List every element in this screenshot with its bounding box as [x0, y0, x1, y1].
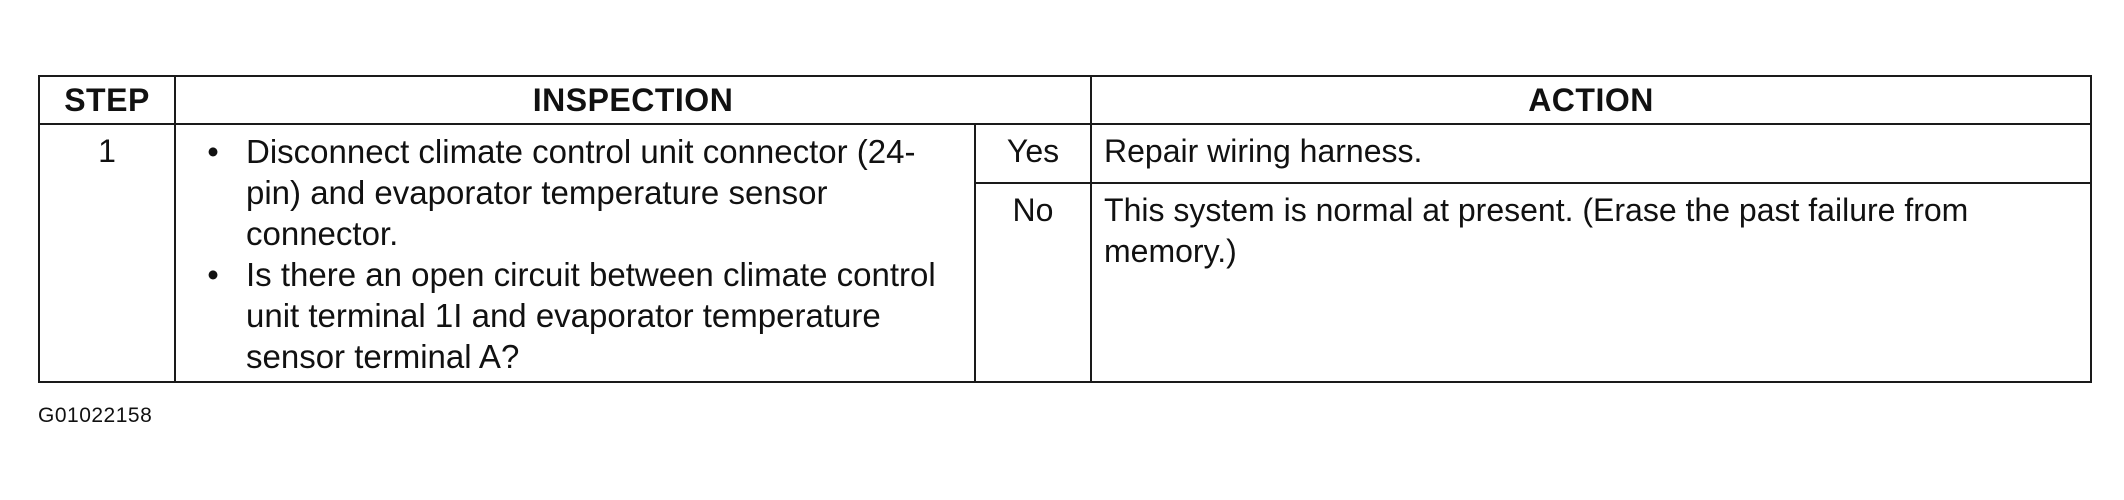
bullet-icon: • [207, 256, 219, 293]
table-row: 1 • Disconnect climate control unit conn… [38, 123, 2093, 383]
table-row: No This system is normal at present. (Er… [39, 182, 2093, 383]
inspection-header: INSPECTION [173, 75, 1093, 125]
answer-no: No [973, 182, 1093, 383]
step-header: STEP [38, 75, 176, 125]
answer-yes: Yes [973, 123, 1093, 184]
action-header: ACTION [1090, 75, 2093, 125]
table-header-row: STEP INSPECTION ACTION [38, 75, 2093, 125]
figure-code: G01022158 [38, 404, 153, 427]
inspection-item-text: Disconnect climate control unit connecto… [246, 133, 916, 252]
bullet-icon: • [207, 133, 219, 170]
inspection-cell: • Disconnect climate control unit connec… [174, 123, 976, 383]
inspection-list: • Disconnect climate control unit connec… [176, 125, 974, 381]
inspection-item-text: Is there an open circuit between climate… [246, 256, 936, 375]
inspection-item: • Is there an open circuit between clima… [198, 254, 966, 377]
action-yes: Repair wiring harness. [1090, 123, 2093, 184]
action-no: This system is normal at present. (Erase… [1090, 182, 2093, 383]
inspection-item: • Disconnect climate control unit connec… [198, 131, 966, 254]
diagnostic-table: STEP INSPECTION ACTION 1 • Disconnect cl… [38, 75, 2093, 383]
step-number: 1 [38, 123, 176, 383]
